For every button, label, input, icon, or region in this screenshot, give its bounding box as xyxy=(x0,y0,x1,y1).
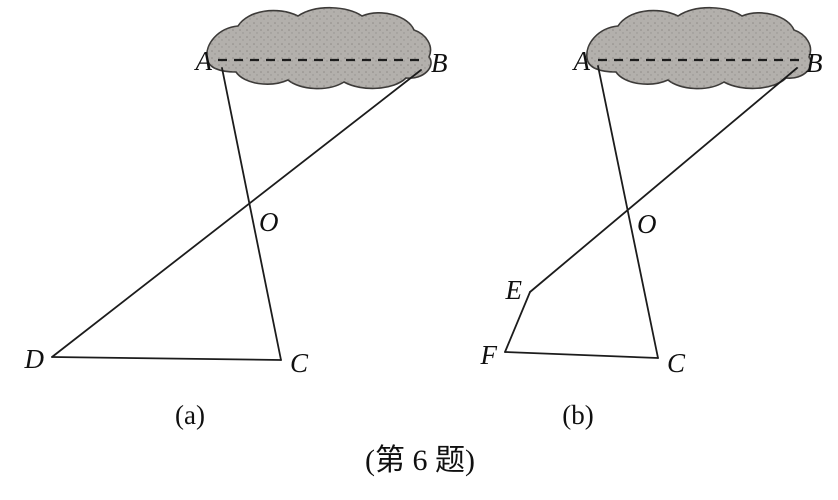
line-ac-a xyxy=(221,67,282,361)
pond-blob-a-texture xyxy=(206,7,432,89)
line-be-b xyxy=(529,67,798,293)
fig-b-label-o: O xyxy=(637,209,657,239)
fig-b-label-c: C xyxy=(667,348,686,378)
fig-b-label-e: E xyxy=(505,275,523,305)
line-dc-a xyxy=(51,356,282,361)
line-ef-b xyxy=(504,291,531,353)
fig-b-label-f: F xyxy=(480,340,498,370)
figure-a: A B O D C (a) xyxy=(24,6,448,430)
fig-a-caption: (a) xyxy=(175,400,205,430)
fig-b-label-b: B xyxy=(806,48,823,78)
fig-a-label-d: D xyxy=(24,344,45,374)
pond-blob-b-texture xyxy=(586,7,812,89)
fig-a-label-b: B xyxy=(431,48,448,78)
fig-b-caption: (b) xyxy=(562,400,593,430)
fig-a-label-o: O xyxy=(259,207,279,237)
line-fc-b xyxy=(504,351,659,359)
fig-a-label-c: C xyxy=(290,348,309,378)
figure-b: A B O E F C (b) xyxy=(480,6,823,430)
fig-b-label-a: A xyxy=(572,46,591,76)
line-ac-b xyxy=(597,65,659,359)
line-bd-a xyxy=(51,69,422,358)
problem-number-caption: (第 6 题) xyxy=(365,444,475,477)
fig-a-label-a: A xyxy=(194,46,213,76)
